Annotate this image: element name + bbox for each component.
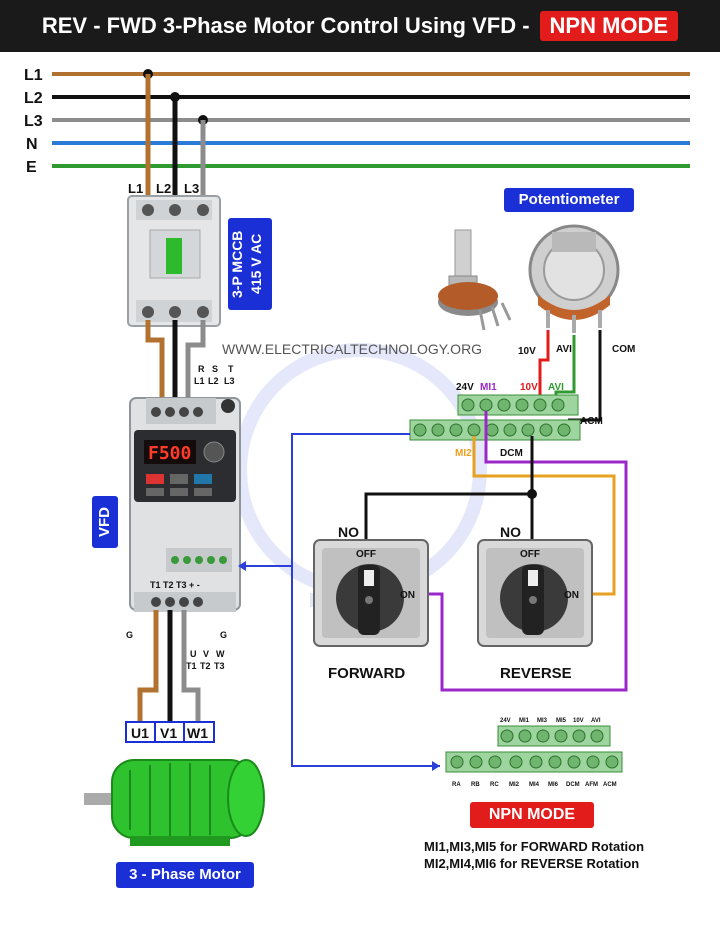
detail-top-mi1: MI1 [519, 718, 530, 724]
motor-icon [84, 759, 265, 846]
line-label-l3: L3 [24, 113, 43, 130]
reverse-note: MI2,MI4,MI6 for REVERSE Rotation [424, 856, 640, 871]
potentiometer-small-icon [438, 229, 512, 331]
forward-switch [313, 539, 429, 647]
pot-pin-avi: AVI [556, 344, 572, 355]
vfd-input-t: T [228, 364, 234, 374]
vfd-drive: F500 [129, 397, 241, 612]
tb-label-mi2: MI2 [455, 448, 472, 459]
vfd-output-w: W [216, 649, 225, 659]
vfd-input-s: S [212, 364, 218, 374]
vfd-output-terminals: T1 T2 T3 + - [150, 580, 200, 590]
vfd-output-t3: T3 [214, 661, 225, 671]
mode-badge: NPN MODE [539, 11, 679, 41]
vfd-output-u: U [190, 649, 197, 659]
vfd-ground-left: G [126, 630, 133, 640]
forward-on-label: ON [400, 590, 415, 601]
detail-top-24v: 24V [500, 718, 511, 724]
detail-top-10v: 10V [573, 718, 584, 724]
reverse-switch-label: REVERSE [500, 665, 572, 682]
vfd-input-r: R [198, 364, 205, 374]
detail-top-mi5: MI5 [556, 718, 567, 724]
mccb-terminal-l3: L3 [184, 181, 199, 196]
mccb-terminal-l2: L2 [156, 181, 171, 196]
line-label-e: E [26, 159, 37, 176]
mode-notes: MI1,MI3,MI5 for FORWARD Rotation MI2,MI4… [424, 838, 644, 872]
vfd-input-l1: L1 [194, 376, 205, 386]
detail-bottom-mi2: MI2 [509, 782, 520, 788]
tb-label-dcm: DCM [500, 448, 523, 459]
supply-lines [52, 72, 690, 168]
forward-no-label: NO [338, 524, 359, 540]
pot-pin-10v: 10V [518, 346, 536, 357]
detail-bottom-mi6: MI6 [548, 782, 559, 788]
reverse-switch [477, 539, 593, 647]
mccb-terminal-l1: L1 [128, 181, 143, 196]
detail-bottom-mi4: MI4 [529, 782, 540, 788]
forward-switch-label: FORWARD [328, 665, 405, 682]
vfd-output-t2: T2 [200, 661, 211, 671]
pot-pin-com: COM [612, 344, 635, 355]
vfd-control-terminal-block [409, 394, 581, 441]
motor-terminal-w1: W1 [187, 725, 208, 741]
line-label-n: N [26, 136, 38, 153]
line-label-l2: L2 [24, 90, 43, 107]
forward-note: MI1,MI3,MI5 for FORWARD Rotation [424, 839, 645, 854]
website-watermark: WWW.ELECTRICALTECHNOLOGY.ORG [222, 341, 482, 357]
mccb-breaker [127, 195, 221, 327]
vfd-input-l3: L3 [224, 376, 235, 386]
tb-label-mi1: MI1 [480, 382, 497, 393]
npn-mode-label: NPN MODE [470, 802, 594, 828]
detail-bottom-rc: RC [490, 782, 499, 788]
title-bar: REV - FWD 3-Phase Motor Control Using VF… [0, 0, 720, 52]
pointer-arrows [238, 433, 440, 771]
reverse-on-label: ON [564, 590, 579, 601]
diagram-title: REV - FWD 3-Phase Motor Control Using VF… [41, 13, 530, 38]
vfd-output-t1: T1 [186, 661, 197, 671]
vfd-input-l2: L2 [208, 376, 219, 386]
reverse-off-label: OFF [520, 549, 540, 560]
detail-top-avi: AVI [591, 718, 601, 724]
tb-label-acm: ACM [580, 416, 603, 427]
potentiometer-icon [528, 224, 620, 333]
vfd-display: F500 [148, 443, 191, 464]
detail-bottom-rb: RB [471, 782, 480, 788]
forward-off-label: OFF [356, 549, 376, 560]
vfd-label: VFD [92, 496, 118, 548]
motor-label: 3 - Phase Motor [116, 862, 254, 888]
line-label-l1: L1 [24, 67, 43, 84]
mccb-label: 3-P MCCB 415 V AC [228, 218, 272, 310]
tb-label-10v: 10V [520, 382, 538, 393]
detail-bottom-ra: RA [452, 782, 461, 788]
motor-terminal-u1: U1 [131, 725, 149, 741]
reverse-no-label: NO [500, 524, 521, 540]
motor-terminal-v1: V1 [160, 725, 177, 741]
detail-terminal-block [445, 725, 623, 773]
detail-top-mi3: MI3 [537, 718, 548, 724]
tb-label-avi: AVI [548, 382, 564, 393]
detail-bottom-dcm: DCM [566, 782, 580, 788]
tb-label-24v: 24V [456, 382, 474, 393]
potentiometer-label: Potentiometer [504, 188, 634, 212]
vfd-output-v: V [203, 649, 209, 659]
mccb-label-line2: 415 V AC [248, 233, 264, 295]
detail-bottom-afm: AFM [585, 782, 598, 788]
vfd-ground-right: G [220, 630, 227, 640]
mccb-label-line1: 3-P MCCB [229, 230, 245, 298]
detail-bottom-acm: ACM [603, 782, 617, 788]
